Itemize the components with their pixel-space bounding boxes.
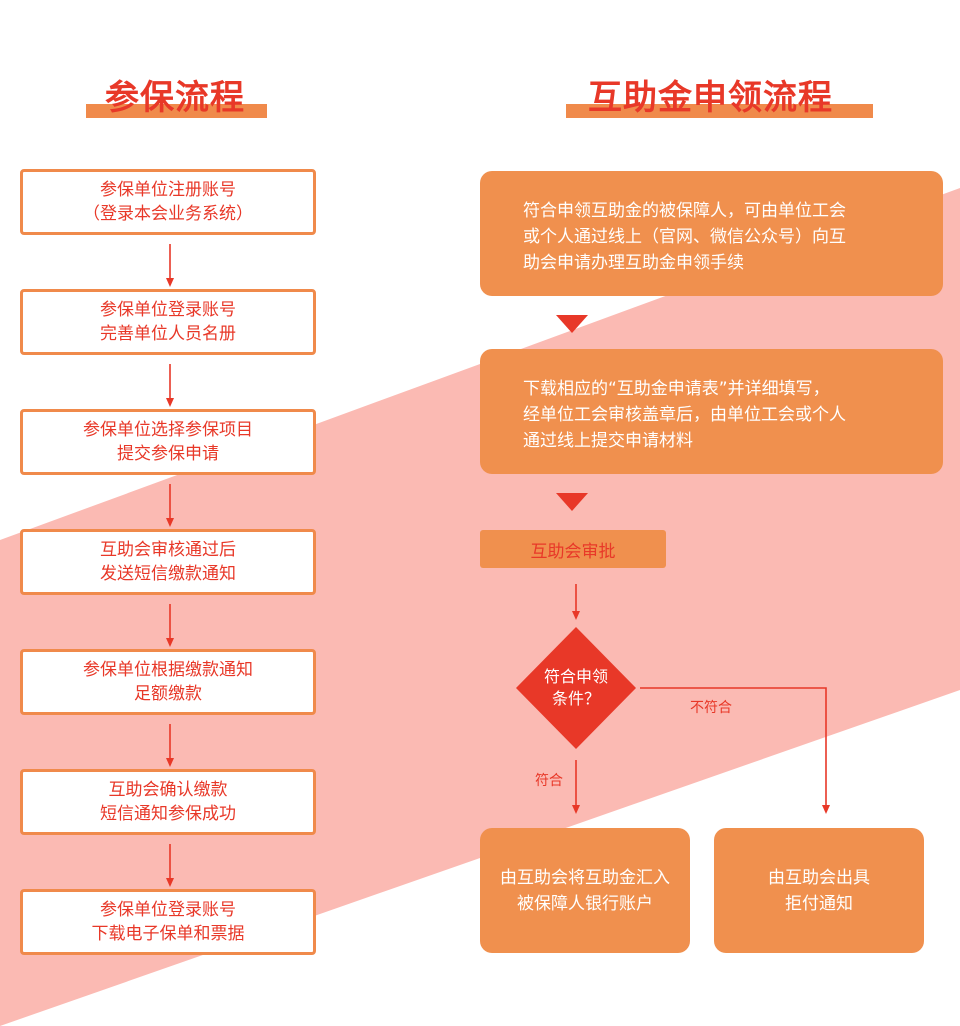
box-line: 通过线上提交申请材料 bbox=[523, 431, 693, 451]
step-line-2: 足额缴款 bbox=[134, 684, 202, 704]
decision-line: 符合申领 bbox=[543, 667, 608, 686]
step-download-policy: 参保单位登录账号 下载电子保单和票据 bbox=[20, 889, 316, 955]
step-line-1: 参保单位注册账号 bbox=[100, 180, 236, 200]
step-line-2: 发送短信缴款通知 bbox=[100, 564, 236, 584]
step-line-2: 提交参保申请 bbox=[117, 444, 219, 464]
step-line-2: （登录本会业务系统） bbox=[83, 204, 253, 224]
left-title: 参保流程 bbox=[105, 78, 245, 118]
step-line-2: 短信通知参保成功 bbox=[100, 804, 236, 824]
box-line: 助会申请办理互助金申领手续 bbox=[523, 253, 744, 273]
step-review-notice: 互助会审核通过后 发送短信缴款通知 bbox=[20, 529, 316, 595]
box-line: 或个人通过线上（官网、微信公众号）向互 bbox=[523, 227, 846, 247]
submit-form-box: 下载相应的“互助金申请表”并详细填写， 经单位工会审核盖章后，由单位工会或个人 … bbox=[480, 349, 943, 474]
box-line: 被保障人银行账户 bbox=[517, 893, 653, 914]
yes-outcome-box: 由互助会将互助金汇入 被保障人银行账户 bbox=[480, 828, 690, 953]
no-outcome-box: 由互助会出具 拒付通知 bbox=[714, 828, 924, 953]
box-line: 由互助会将互助金汇入 bbox=[500, 867, 670, 888]
down-triangle-icon bbox=[556, 315, 588, 333]
step-line-1: 互助会审核通过后 bbox=[100, 540, 236, 560]
apply-online-box: 符合申领互助金的被保障人，可由单位工会 或个人通过线上（官网、微信公众号）向互 … bbox=[480, 171, 943, 296]
box-line: 经单位工会审核盖章后，由单位工会或个人 bbox=[523, 405, 846, 425]
box-line: 拒付通知 bbox=[785, 893, 853, 914]
right-title: 互助金申领流程 bbox=[588, 78, 833, 118]
step-pay-in-full: 参保单位根据缴款通知 足额缴款 bbox=[20, 649, 316, 715]
box-line: 符合申领互助金的被保障人，可由单位工会 bbox=[523, 201, 846, 221]
step-line-1: 参保单位选择参保项目 bbox=[83, 420, 253, 440]
step-line-1: 参保单位登录账号 bbox=[100, 300, 236, 320]
decision-line: 条件？ bbox=[551, 689, 600, 708]
approval-step: 互助会审批 bbox=[480, 530, 666, 568]
right-title-underline bbox=[566, 104, 873, 118]
step-register-account: 参保单位注册账号 （登录本会业务系统） bbox=[20, 169, 316, 235]
step-complete-roster: 参保单位登录账号 完善单位人员名册 bbox=[20, 289, 316, 355]
no-edge-label: 不符合 bbox=[690, 700, 732, 716]
step-line-1: 参保单位登录账号 bbox=[100, 900, 236, 920]
step-line-1: 互助会确认缴款 bbox=[108, 780, 228, 800]
step-line-2: 下载电子保单和票据 bbox=[91, 924, 245, 944]
left-title-underline bbox=[86, 104, 267, 118]
step-line-1: 参保单位根据缴款通知 bbox=[83, 660, 253, 680]
decision-diamond bbox=[516, 627, 636, 749]
box-line: 由互助会出具 bbox=[768, 867, 870, 888]
box-line: 下载相应的“互助金申请表”并详细填写， bbox=[523, 379, 830, 399]
down-triangle-icon bbox=[556, 493, 588, 511]
step-line-2: 完善单位人员名册 bbox=[100, 324, 236, 344]
yes-edge-label: 符合 bbox=[535, 773, 563, 789]
decision-label: 符合申领 条件？ bbox=[526, 666, 626, 710]
step-confirm-payment: 互助会确认缴款 短信通知参保成功 bbox=[20, 769, 316, 835]
step-select-project: 参保单位选择参保项目 提交参保申请 bbox=[20, 409, 316, 475]
